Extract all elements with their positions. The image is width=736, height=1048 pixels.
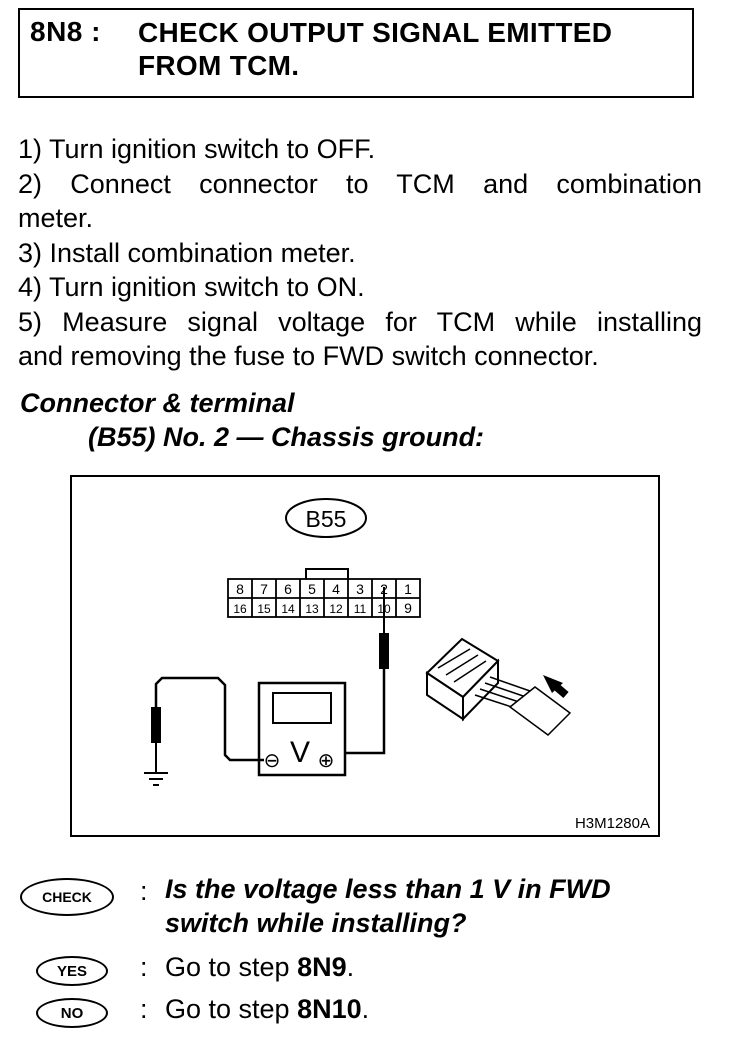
yes-answer-prefix: Go to step [165,952,298,982]
insertion-arrow-icon [543,675,569,699]
step-line: meter. [18,203,94,233]
check-colon: : [140,876,148,906]
pin-number: 11 [354,602,367,616]
positive-lead-wire [329,669,386,755]
pin-number: 5 [308,581,316,597]
step-title: CHECK OUTPUT SIGNAL EMITTED FROM TCM. [138,16,678,82]
yes-colon: : [140,952,148,982]
positive-probe-handle [379,633,389,669]
pin-number: 13 [305,602,319,616]
pin-number: 16 [233,602,247,616]
connector-plug-illustration [425,637,572,736]
ground-symbol-icon [144,772,168,786]
check-question: Is the voltage less than 1 V in FWD swit… [165,872,611,940]
minus-terminal: ⊖ [264,750,281,772]
diagram-frame [70,475,660,837]
connector-terminal-spec: (B55) No. 2 — Chassis ground: [88,422,485,452]
connector-pin-grid [227,578,421,618]
connector-label-ellipse [285,498,367,538]
plus-terminal: ⊕ [318,750,335,772]
no-colon: : [140,994,148,1024]
step-line: 2) Connect connector to TCM and combinat… [18,168,702,199]
step-id: 8N8 : [30,16,101,47]
yes-target-step[interactable]: 8N9 [297,952,347,982]
pin-number: 1 [404,581,412,597]
negative-probe-handle [151,707,161,743]
pin-number: 12 [329,602,343,616]
yes-answer-suffix: . [346,952,355,982]
pin-number: 8 [236,581,244,597]
step-line: 5) Measure signal voltage for TCM while … [18,306,702,337]
pin-number: 4 [332,581,340,597]
no-target-step[interactable]: 8N10 [297,994,362,1024]
pin-number: 6 [284,581,292,597]
pin-number: 15 [257,602,271,616]
pin-number: 14 [281,602,295,616]
yes-badge: YES [36,956,108,986]
step-line: 1) Turn ignition switch to OFF. [18,134,376,164]
connector-lock-tab [305,568,349,579]
check-question-line-1: Is the voltage less than 1 V in FWD [165,874,611,904]
check-question-line-2: switch while installing? [165,908,467,938]
yes-answer: Go to step 8N9. [165,952,354,983]
pin-number: 9 [404,600,412,616]
no-badge: NO [36,998,108,1028]
step-header-box: 8N8 : CHECK OUTPUT SIGNAL EMITTED FROM T… [18,8,694,98]
no-answer: Go to step 8N10. [165,994,369,1025]
pin-number: 7 [260,581,268,597]
pin-number: 3 [356,581,364,597]
wiring-diagram-svg: B55 8 7 6 5 4 3 2 1 16 15 14 13 [70,475,660,837]
step-line: 3) Install combination meter. [18,237,356,268]
connector-label: B55 [306,506,347,532]
step-line: and removing the fuse to FWD switch conn… [18,341,599,371]
connector-terminal-title: Connector & terminal [20,388,295,418]
voltmeter-display [272,692,332,724]
step-title-line-1: CHECK OUTPUT SIGNAL EMITTED [138,17,613,48]
no-answer-suffix: . [361,994,370,1024]
wiring-diagram: B55 8 7 6 5 4 3 2 1 16 15 14 13 [70,475,660,837]
check-badge: CHECK [20,878,114,916]
no-answer-prefix: Go to step [165,994,298,1024]
step-title-line-2: FROM TCM. [138,50,300,81]
voltmeter-symbol: V [290,736,310,769]
negative-lead-wire [154,676,264,762]
procedure-steps: 1) Turn ignition switch to OFF. 2) Conne… [18,132,702,374]
figure-code: H3M1280A [575,815,650,832]
step-line: 4) Turn ignition switch to ON. [18,272,365,302]
